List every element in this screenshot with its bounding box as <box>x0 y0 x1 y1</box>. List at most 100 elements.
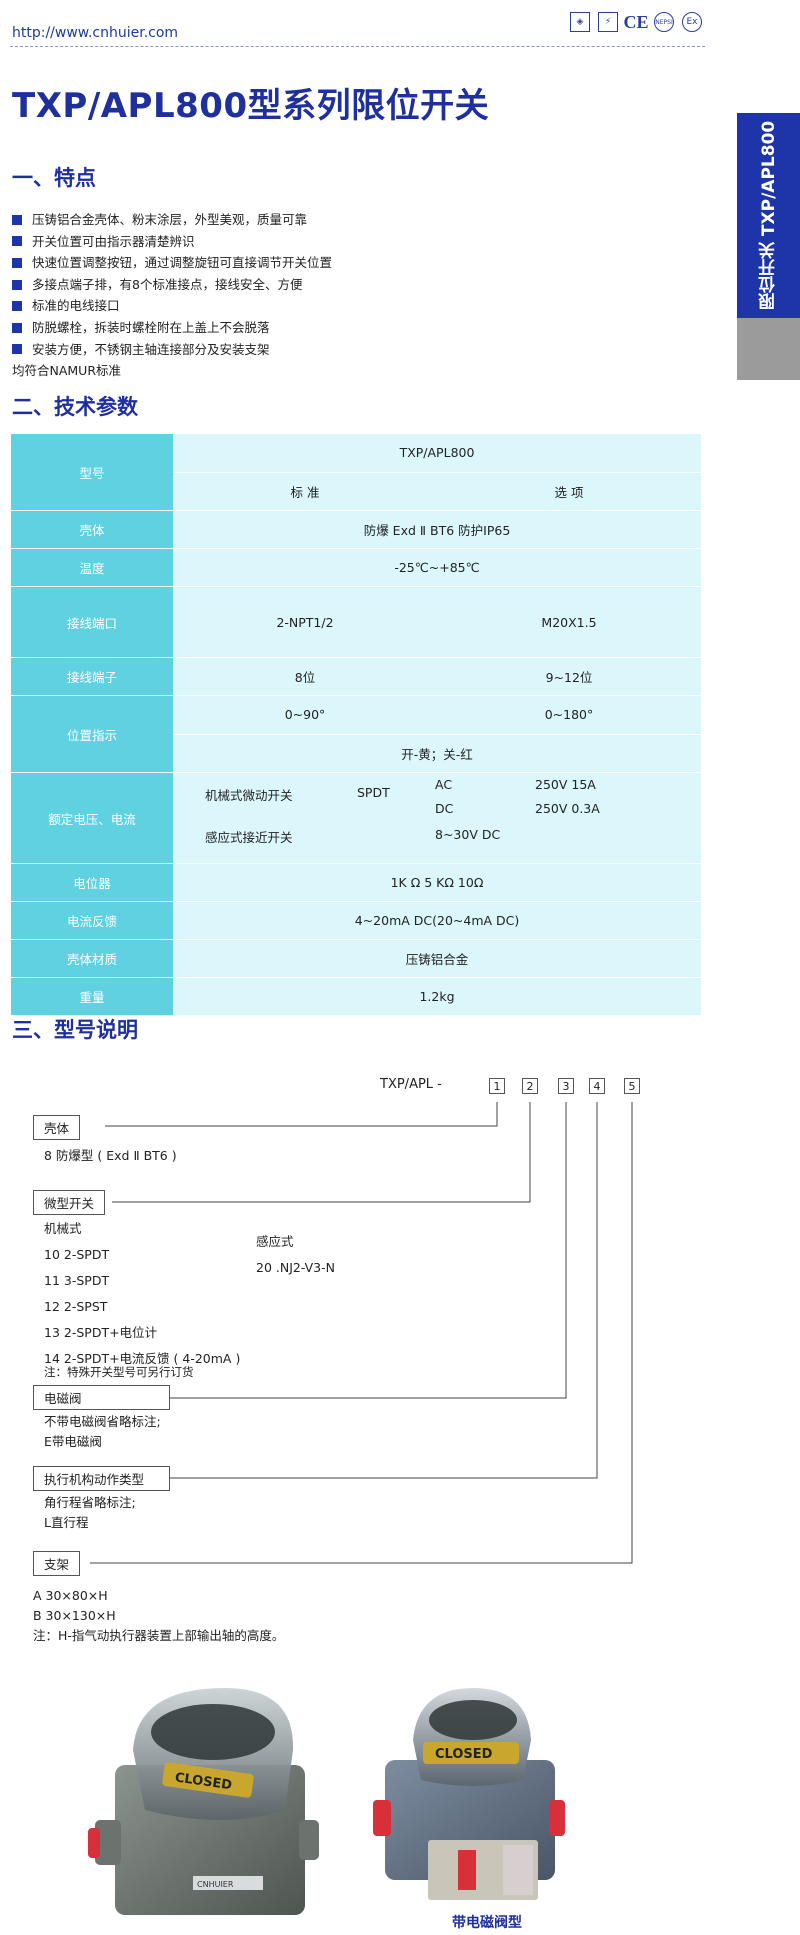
cell-value: 0~90° <box>284 707 326 723</box>
cell-value: 开-黄；关-红 <box>401 746 473 762</box>
list-item: 13 2-SPDT+电位计 <box>44 1325 158 1340</box>
ac-label: AC <box>435 777 453 792</box>
switch-list: 机械式 10 2-SPDT 11 3-SPDT 12 2-SPST 13 2-S… <box>44 1216 240 1372</box>
mech-switch-label: 机械式微动开关 <box>205 788 293 803</box>
nepsi-icon: NEPSI <box>654 12 674 32</box>
table-row: 位置指示 0~90° 0~180° 开-黄；关-红 <box>11 696 701 773</box>
page-title: TXP/APL800型系列限位开关 <box>12 86 490 126</box>
table-row: 电流反馈 4~20mA DC(20~4mA DC) <box>11 902 701 940</box>
row-label: 温度 <box>11 549 173 586</box>
row-label: 位置指示 <box>11 696 173 772</box>
connector-line-4 <box>156 1102 598 1479</box>
switch-note: 注：特殊开关型号可另行订货 <box>44 1365 194 1379</box>
section-heading-model: 三、型号说明 <box>12 1018 138 1042</box>
bullet-icon <box>12 301 22 312</box>
row-label: 电位器 <box>11 864 173 901</box>
prox-value: 8~30V DC <box>435 827 501 842</box>
section-heading-specs: 二、技术参数 <box>12 395 138 419</box>
bullet-icon <box>12 322 22 333</box>
list-item: 安装方便，不锈钢主轴连接部分及安装支架 <box>12 339 332 361</box>
table-row: 额定电压、电流 机械式微动开关 SPDT AC 250V 15A DC 250V… <box>11 773 701 864</box>
bullet-icon <box>12 236 22 247</box>
bracket-box: 支架 <box>33 1551 81 1576</box>
dc-value: 250V 0.3A <box>535 801 600 816</box>
cell-value: 压铸铝合金 <box>405 952 469 967</box>
connector-line-3 <box>156 1102 567 1399</box>
list-item: 防脱螺栓，拆装时螺栓附在上盖上不会脱落 <box>12 317 332 339</box>
actuator-box: 执行机构动作类型 <box>33 1466 170 1491</box>
sidebar-tab <box>737 113 800 318</box>
model-box-2: 2 <box>522 1078 538 1094</box>
feature-list: 压铸铝合金壳体、粉末涂层，外型美观，质量可靠 开关位置可由指示器清楚辨识 快速位… <box>12 209 332 382</box>
inductive-label: 感应式 <box>256 1234 294 1249</box>
brand-label: CNHUIER <box>197 1880 234 1889</box>
list-item: 快速位置调整按钮，通过调整旋钮可直接调节开关位置 <box>12 252 332 274</box>
row-label: 重量 <box>11 978 173 1015</box>
cell-value: 8位 <box>294 670 316 685</box>
model-connector-lines <box>90 1102 633 1564</box>
shell-box: 壳体 <box>33 1115 81 1140</box>
model-box-5: 5 <box>624 1078 640 1094</box>
bullet-icon <box>12 344 22 355</box>
table-row: 壳体 防爆 Exd Ⅱ BT6 防护IP65 <box>11 511 701 549</box>
list-item: 10 2-SPDT <box>44 1247 110 1262</box>
cell-value: 0~180° <box>544 707 594 723</box>
spdt-label: SPDT <box>357 785 390 800</box>
table-row: 重量 1.2kg <box>11 978 701 1015</box>
row-label: 壳体 <box>11 511 173 548</box>
list-item: 12 2-SPST <box>44 1299 108 1314</box>
table-row: 电位器 1K Ω 5 KΩ 10Ω <box>11 864 701 902</box>
model-box-4: 4 <box>589 1078 605 1094</box>
list-item: 标准的电线接口 <box>12 295 332 317</box>
sidebar-gray-block <box>737 318 800 380</box>
row-label: 型号 <box>11 434 173 510</box>
shield-icon: ◈ <box>570 12 590 32</box>
bullet-icon <box>12 214 22 225</box>
cell-value: 1K Ω 5 KΩ 10Ω <box>390 875 484 890</box>
valve-box: 电磁阀 <box>33 1385 170 1410</box>
list-item: 压铸铝合金壳体、粉末涂层，外型美观，质量可靠 <box>12 209 332 231</box>
inductive-item: 20 .NJ2-V3-N <box>256 1260 335 1275</box>
shell-desc: 8 防爆型 ( Exd Ⅱ BT6 ) <box>44 1148 177 1163</box>
list-item: 11 3-SPDT <box>44 1273 110 1288</box>
table-row: 温度 -25℃~+85℃ <box>11 549 701 587</box>
spec-table: 型号 TXP/APL800 标 准 选 项 壳体 防爆 Exd Ⅱ BT6 防护… <box>11 434 701 1015</box>
certification-icons: ◈ ⚡ CE NEPSI Ex <box>570 12 702 32</box>
bullet-icon <box>12 279 22 290</box>
ex-icon: Ex <box>682 12 702 32</box>
row-label: 接线端口 <box>11 587 173 657</box>
switch-box: 微型开关 <box>33 1190 106 1215</box>
cell-value: -25℃~+85℃ <box>394 560 480 575</box>
prox-switch-label: 感应式接近开关 <box>205 830 293 845</box>
website-url[interactable]: http://www.cnhuier.com <box>12 25 179 41</box>
standard-header: 标 准 <box>290 484 320 500</box>
actuator-desc: 角行程省略标注; L直行程 <box>44 1495 136 1530</box>
table-row: 接线端子 8位 9~12位 <box>11 658 701 696</box>
photo-caption: 带电磁阀型 <box>452 1915 522 1931</box>
table-row: 接线端口 2-NPT1/2 M20X1.5 <box>11 587 701 658</box>
option-header: 选 项 <box>554 484 584 500</box>
list-item: 开关位置可由指示器清楚辨识 <box>12 231 332 253</box>
list-item: 多接点端子排，有8个标准接点，接线安全、方便 <box>12 274 332 296</box>
model-box-1: 1 <box>489 1078 505 1094</box>
section-heading-features: 一、特点 <box>12 166 96 190</box>
model-prefix: TXP/APL - <box>380 1077 442 1092</box>
limit-switch-photo: CLOSED CNHUIER <box>88 1688 319 1915</box>
model-value: TXP/APL800 <box>173 434 701 473</box>
explosion-proof-icon: ⚡ <box>598 12 618 32</box>
valve-desc: 不带电磁阀省略标注; E带电磁阀 <box>44 1414 161 1449</box>
bracket-desc: A 30×80×H B 30×130×H 注：H-指气动执行器装置上部输出轴的高… <box>33 1588 285 1643</box>
cell-value: 2-NPT1/2 <box>276 614 334 630</box>
cell-value: 1.2kg <box>419 989 455 1004</box>
sidebar-label: 限位开关 TXP/APL800 <box>759 120 779 311</box>
mech-label: 机械式 <box>44 1221 82 1236</box>
bullet-icon <box>12 257 22 268</box>
table-row: 壳体材质 压铸铝合金 <box>11 940 701 978</box>
cell-value: 防爆 Exd Ⅱ BT6 防护IP65 <box>363 523 511 538</box>
cell-value: 4~20mA DC(20~4mA DC) <box>354 913 520 928</box>
namur-note: 均符合NAMUR标准 <box>12 363 122 379</box>
cell-value: 9~12位 <box>545 670 593 685</box>
ce-mark-icon: CE <box>623 11 649 32</box>
dc-label: DC <box>435 801 454 816</box>
connector-line-1 <box>105 1102 498 1127</box>
